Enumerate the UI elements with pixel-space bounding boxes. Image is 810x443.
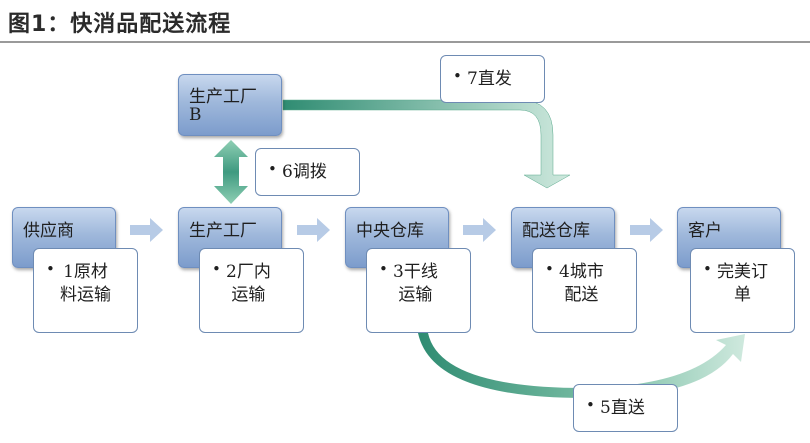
- factory-label: 生产工厂: [189, 221, 257, 241]
- central-warehouse-label: 中央仓库: [356, 221, 424, 241]
- factory-b-label: 生产工厂 B: [189, 87, 257, 125]
- note-city-delivery: • 4城市 配送: [532, 248, 637, 333]
- flow-arrow-4: [630, 218, 663, 242]
- note-raw-material-transport: • 1原材 料运输: [33, 248, 138, 333]
- bullet-icon: •: [268, 160, 277, 178]
- bullet-icon: •: [453, 67, 462, 85]
- note-perfect-order-text: 完美订 单: [717, 262, 768, 305]
- note-direct-ship: • 7直发: [440, 55, 545, 103]
- page-title: 图1：快消品配送流程: [8, 12, 232, 37]
- bullet-icon: •: [545, 260, 554, 278]
- note-trunk-text: 3干线 运输: [393, 262, 438, 305]
- bullet-icon: •: [703, 260, 712, 278]
- note-trunk-transport: • 3干线 运输: [366, 248, 471, 333]
- factory-b-node: 生产工厂 B: [178, 74, 282, 136]
- note-in-plant-transport: • 2厂内 运输: [199, 248, 304, 333]
- note-in-plant-text: 2厂内 运输: [226, 262, 271, 305]
- distribution-warehouse-label: 配送仓库: [522, 221, 590, 241]
- supplier-label: 供应商: [23, 221, 74, 241]
- note-direct-delivery-text: 5直送: [600, 398, 645, 418]
- flow-arrow-3: [463, 218, 496, 242]
- note-direct-ship-text: 7直发: [467, 69, 512, 89]
- note-perfect-order: • 完美订 单: [690, 248, 795, 333]
- note-transfer: • 6调拨: [255, 148, 360, 196]
- title-bar: 图1：快消品配送流程: [0, 0, 810, 43]
- bullet-icon: •: [46, 260, 55, 278]
- note-transfer-text: 6调拨: [282, 162, 327, 182]
- flow-arrow-1: [130, 218, 163, 242]
- flow-arrow-2: [297, 218, 330, 242]
- bullet-icon: •: [379, 260, 388, 278]
- note-direct-delivery: • 5直送: [573, 384, 678, 432]
- note-raw-material-text: 1原材 料运输: [60, 262, 111, 305]
- transfer-arrow: [214, 140, 248, 204]
- direct-delivery-arrow: [418, 333, 745, 398]
- note-city-delivery-text: 4城市 配送: [559, 262, 604, 305]
- bullet-icon: •: [586, 396, 595, 414]
- bullet-icon: •: [212, 260, 221, 278]
- customer-label: 客户: [688, 221, 722, 241]
- direct-ship-arrow: [282, 99, 571, 189]
- title-divider: [0, 41, 810, 43]
